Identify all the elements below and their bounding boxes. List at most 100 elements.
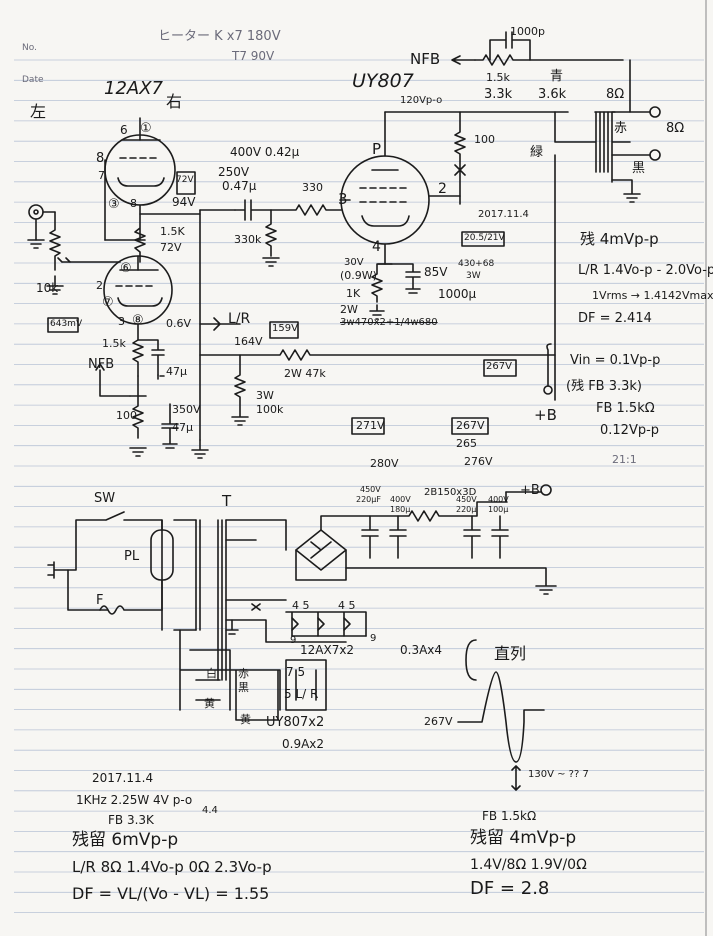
- pin-1-circled: ①: [140, 121, 152, 136]
- series-note: 直列: [494, 644, 527, 663]
- log-line-1b: 4.4: [202, 805, 218, 816]
- pilot-lamp-label: PL: [124, 549, 140, 564]
- wave-267v: 267V: [424, 715, 453, 728]
- r-1-5k-b: 1.5k: [102, 337, 126, 350]
- pin-3-circled: ③: [108, 197, 120, 212]
- v-72: 72V: [160, 241, 182, 254]
- out-heater-pins: 7 5: [286, 665, 306, 679]
- lr-label: L/R: [228, 311, 251, 327]
- r-fb-1-5k: 1.5k: [486, 71, 510, 84]
- tube-note-12ax7: 12AX7x2: [300, 643, 355, 657]
- ps-c4a: 400V: [488, 495, 509, 504]
- log-lr: L/R 8Ω 1.4Vo-p 0Ω 2.3Vo-p: [72, 858, 272, 876]
- output-tube: [339, 111, 556, 245]
- note-430-68: 430+68: [458, 259, 495, 269]
- resistor-rating-note: 3w470x2+1/4w680: [340, 317, 438, 328]
- r-1k: 1K: [346, 287, 361, 300]
- v-164: 164V: [234, 335, 263, 348]
- diode-label: 2B150x3D: [424, 487, 477, 498]
- meas-0-12v: 0.12Vp-p: [600, 423, 660, 438]
- nfb-label-left: NFB: [88, 357, 115, 372]
- out-pin-4: 4: [372, 239, 381, 255]
- c-1000u: 1000μ: [438, 287, 477, 301]
- r-100: 100: [116, 409, 137, 422]
- fuse-label: F: [96, 593, 104, 608]
- pot-10k: 10k: [36, 281, 59, 295]
- tube-note-uy807: UY807x2: [266, 715, 325, 730]
- v-276: 276V: [464, 455, 493, 468]
- log-line-1: 1KHz 2.25W 4V p-o: [76, 793, 193, 807]
- output-cathode: [369, 243, 421, 320]
- wire-black: 黒: [632, 161, 646, 176]
- c-85v: 85V: [424, 265, 448, 279]
- plus-b-label: +B: [534, 406, 557, 424]
- pin-9-b: 9: [370, 633, 377, 644]
- grid-resistor-330: 330: [302, 181, 323, 194]
- wire-blue: 青: [550, 69, 564, 84]
- boxed-159v: 159V: [272, 323, 298, 334]
- no-label: No.: [22, 43, 37, 53]
- pin-8-circled: ⑧: [132, 313, 144, 328]
- ohm-8-a: 8Ω: [606, 87, 625, 102]
- current-0-9a: 0.9Ax2: [282, 737, 325, 751]
- nfb-label-top: NFB: [410, 50, 441, 68]
- cathode-network: [95, 317, 241, 457]
- pin-2: 2: [96, 279, 103, 292]
- transformer-label: T: [222, 492, 232, 510]
- pin-6: 6: [120, 123, 128, 137]
- output-transformer: [554, 106, 661, 401]
- pin-8: 8: [96, 151, 105, 166]
- meas-fb-1-5k: FB 1.5kΩ: [596, 401, 655, 416]
- ps-c1a: 450V: [360, 485, 381, 494]
- ohm-8-b: 8Ω: [666, 121, 685, 136]
- ps-c2b: 180μ: [390, 505, 411, 514]
- meas-df: DF = 2.414: [578, 311, 652, 326]
- meas-fb-3-3k: (残 FB 3.3k): [566, 379, 643, 394]
- p-0-9w: (0.9W): [340, 269, 377, 282]
- heater-note-1: ヒーター K x7 180V: [158, 29, 281, 44]
- date-small: 2017.11.4: [478, 209, 529, 220]
- v-280: 280V: [370, 457, 399, 470]
- c-47u-b: 47μ: [172, 421, 193, 434]
- b-plus-rail: [191, 343, 556, 459]
- pin-6-circled: ⑥: [120, 261, 132, 276]
- out-heater-pins-2: 5 L/ R: [284, 687, 319, 701]
- ps-c4b: 100μ: [488, 505, 509, 514]
- boxed-72v: 72V: [176, 175, 194, 185]
- v-94: 94V: [172, 195, 196, 209]
- ps-plus-b: +B: [520, 483, 540, 498]
- heater-pins-b: 4 5: [338, 599, 356, 612]
- wire-black-ps: 黒: [238, 681, 249, 694]
- meas-ripple: 残 4mVp-p: [580, 230, 659, 248]
- pin-9-a: 9: [290, 635, 297, 646]
- pin-7: 7: [98, 169, 105, 182]
- v-265: 265: [456, 437, 477, 450]
- r-2w: 2W: [340, 303, 358, 316]
- v-120: 120Vp-o: [400, 95, 443, 106]
- date-label: Date: [22, 75, 44, 85]
- boxed-267v-b: 267V: [456, 419, 485, 432]
- meas-vin: Vin = 0.1Vp-p: [570, 353, 661, 368]
- out-pin-2: 2: [438, 181, 447, 197]
- input-section: [27, 204, 121, 295]
- wire-red: 赤: [614, 121, 628, 136]
- meas-lr-out: L/R 1.4Vo-p - 2.0Vo-p: [578, 263, 713, 278]
- r-fb-3-6k: 3.6k: [538, 87, 567, 102]
- coupling-cap-2b: 0.47μ: [222, 179, 257, 193]
- plate-p: P: [372, 140, 382, 158]
- log2-lr: 1.4V/8Ω 1.9V/0Ω: [470, 857, 587, 873]
- pin-8-label: 8: [130, 197, 137, 210]
- screen-r-100: 100: [474, 133, 495, 146]
- log-date: 2017.11.4: [92, 771, 154, 785]
- wire-yellow-b: 黄: [240, 713, 251, 726]
- ps-c3b: 220μ: [456, 505, 477, 514]
- meas-ratio: 21:1: [612, 453, 637, 466]
- note-3w: 3W: [466, 271, 481, 281]
- grid-pin-3: 3: [338, 190, 348, 208]
- circled-right-mark: 右: [166, 92, 183, 111]
- c-1000p: 1000p: [510, 25, 545, 38]
- meas-vrms: 1Vrms → 1.4142Vmax: [592, 289, 713, 302]
- v-0-6: 0.6V: [166, 317, 192, 330]
- wire-green: 緑: [530, 145, 544, 160]
